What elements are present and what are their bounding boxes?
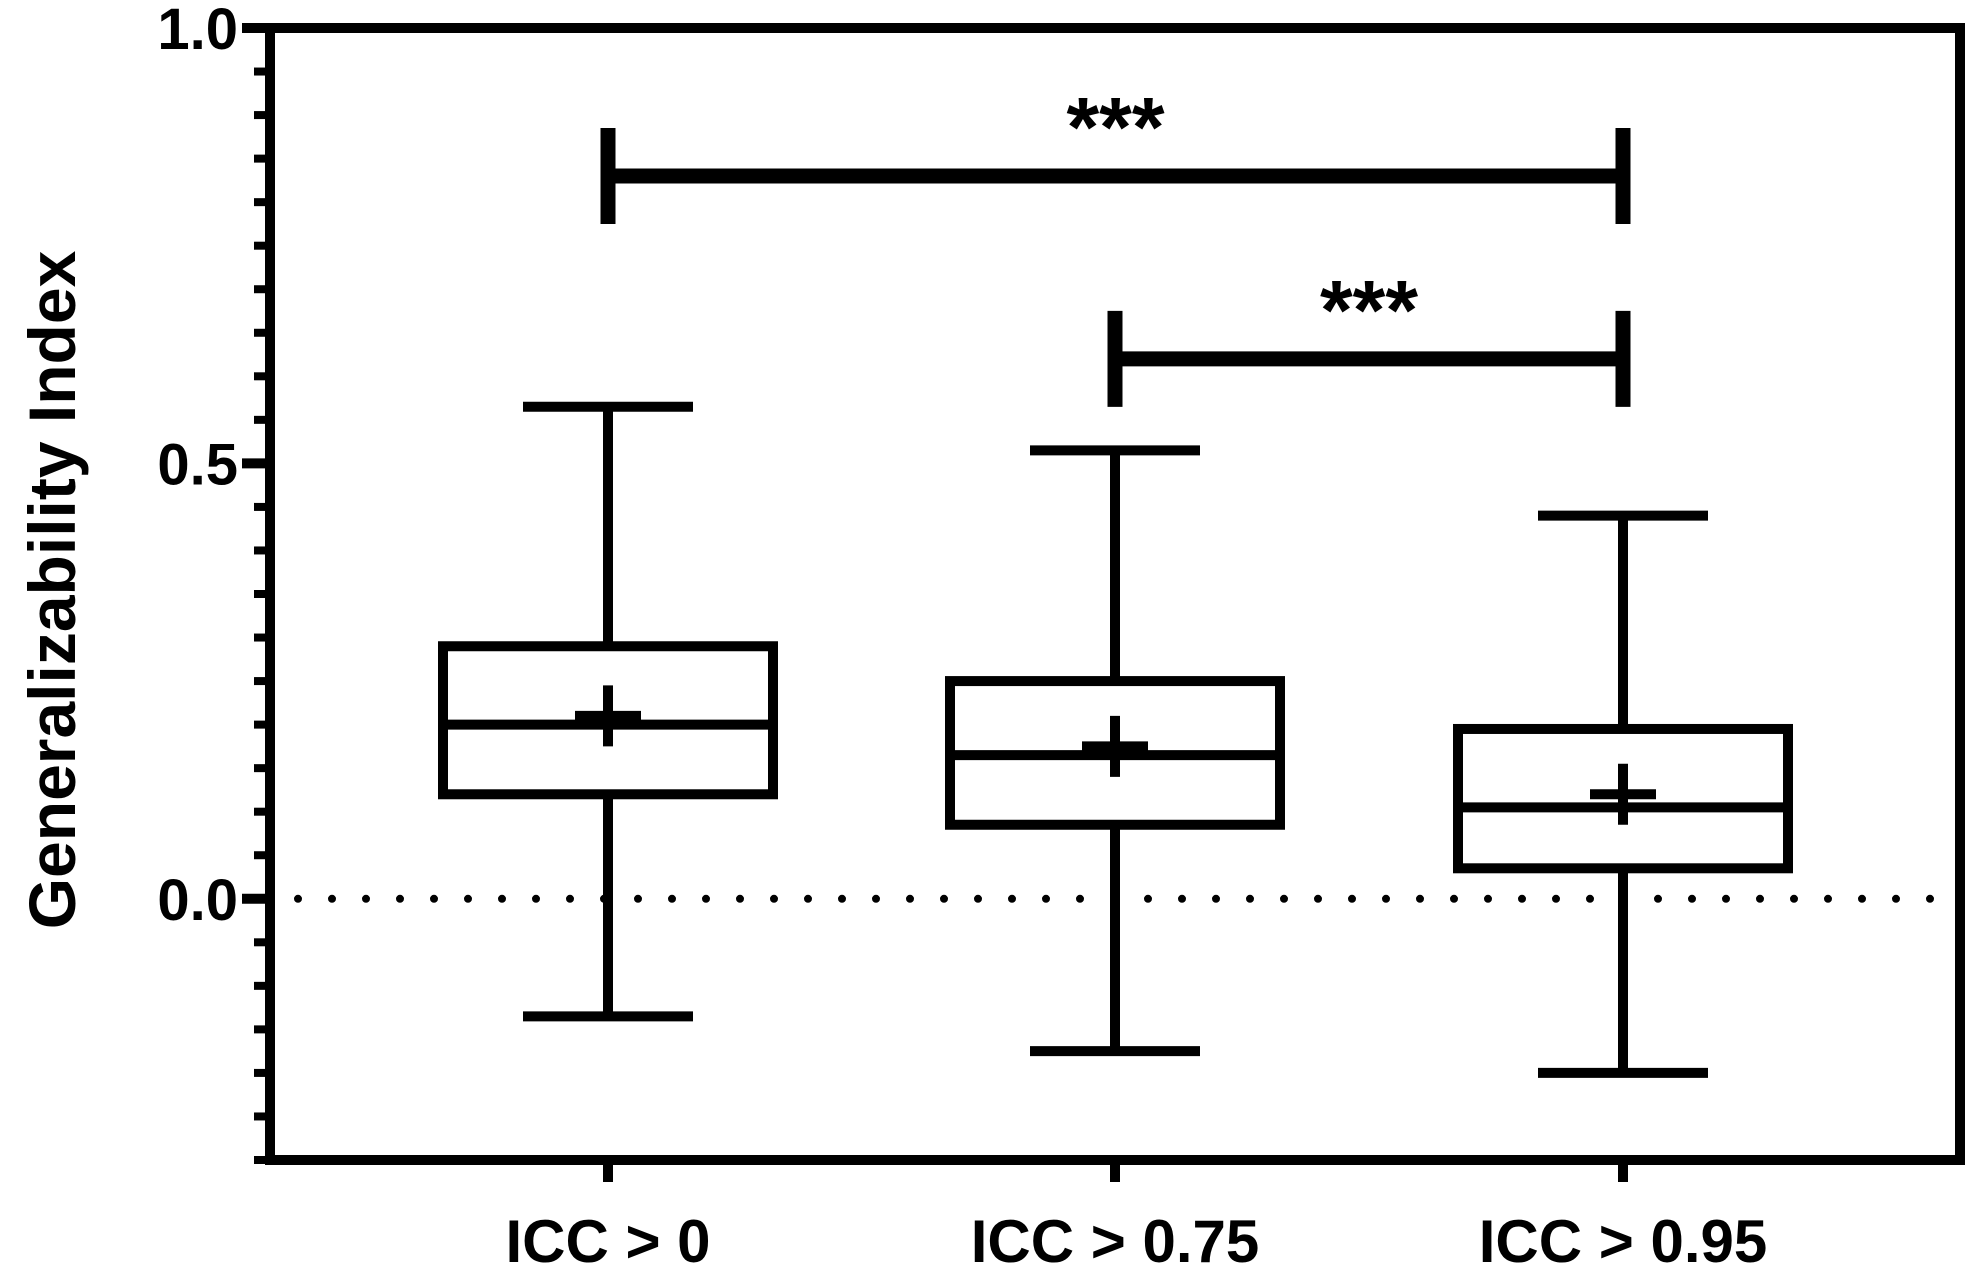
y-tick-label: 0.5 xyxy=(157,432,238,497)
y-tick-label: 1.0 xyxy=(157,0,238,62)
significance-bracket-2: *** xyxy=(1107,263,1631,407)
x-category-label: ICC > 0 xyxy=(505,1208,710,1271)
box-group-3 xyxy=(1453,510,1793,1078)
x-category-label: ICC > 0.95 xyxy=(1479,1208,1768,1271)
x-category-label: ICC > 0.75 xyxy=(971,1208,1260,1271)
box-group-1 xyxy=(438,401,778,1022)
boxes-layer xyxy=(438,401,1793,1078)
y-axis-title: Generalizability Index xyxy=(15,250,89,929)
significance-layer: *** *** xyxy=(600,80,1631,407)
significance-label: *** xyxy=(1066,80,1164,174)
y-tick-label: 0.0 xyxy=(157,868,238,933)
box-group-2 xyxy=(945,445,1285,1057)
significance-bracket-1: *** xyxy=(600,80,1631,225)
significance-label: *** xyxy=(1320,263,1418,357)
